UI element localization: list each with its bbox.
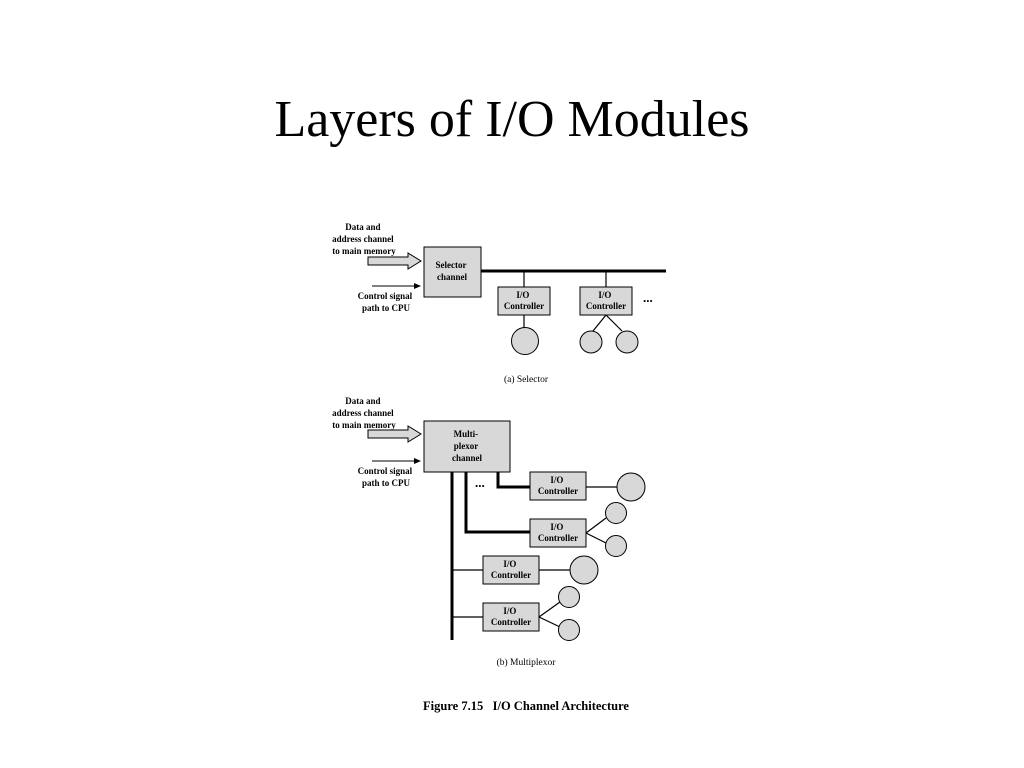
multiplexor-control-arrowhead [414,458,421,464]
multiplexor-diagram: Data and address channel to main memory … [332,396,646,668]
multiplexor-io-controller-4-label: I/O Controller [491,606,531,627]
selector-device-2 [579,330,603,354]
multiplexor-io-controller-2 [529,518,587,548]
multiplexor-io-controller-3-label: I/O Controller [491,559,531,580]
selector-diagram: Data and address channel to main memory … [332,222,666,385]
slide-title: Layers of I/O Modules [274,91,750,148]
multiplexor-device-6 [558,619,580,641]
multiplexor-device-link-3 [585,532,607,544]
selector-device-link-2 [592,314,607,332]
selector-io-controller-1 [497,286,551,316]
selector-device-1 [511,327,539,355]
selector-control-label: Control signal path to CPU [358,291,415,313]
selector-io-controller-2 [579,286,633,316]
multiplexor-io-controller-1 [529,471,587,501]
selector-ellipsis: ... [643,290,653,305]
multiplexor-device-1 [616,472,646,502]
multiplexor-device-link-5 [538,601,561,618]
multiplexor-device-4 [569,555,599,585]
multiplexor-data-arrow [367,425,422,443]
multiplexor-device-link-6 [538,616,561,628]
selector-data-arrow [367,252,422,270]
multiplexor-ellipsis: ... [475,475,485,490]
multiplexor-subchannel-1 [496,472,530,489]
selector-io-controller-2-label: I/O Controller [586,290,626,311]
selector-control-arrowhead [414,283,421,289]
selector-data-label: Data and address channel to main memory [332,222,396,256]
multiplexor-device-5 [558,586,580,608]
multiplexor-device-2 [605,502,627,524]
selector-channel-label: Selector channel [435,260,468,282]
selector-io-controller-1-label: I/O Controller [504,290,544,311]
multiplexor-channel-label: Multi- plexor channel [452,429,483,463]
selector-device-link-3 [605,314,623,332]
multiplexor-io-controller-2-label: I/O Controller [538,522,578,543]
multiplexor-io-controller-1-label: I/O Controller [538,475,578,496]
figure-caption: Figure 7.15 I/O Channel Architecture [423,699,629,713]
multiplexor-data-label: Data and address channel to main memory [332,396,396,430]
selector-caption: (a) Selector [504,374,549,385]
multiplexor-device-3 [605,535,627,557]
multiplexor-control-label: Control signal path to CPU [358,466,415,488]
multiplexor-device-link-2 [585,517,607,534]
multiplexor-subchannel-2 [464,472,530,534]
selector-device-3 [615,330,639,354]
multiplexor-caption: (b) Multiplexor [497,657,557,668]
